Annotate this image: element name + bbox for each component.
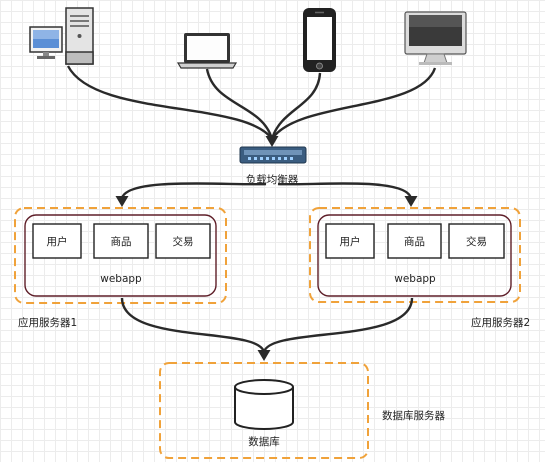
- webapp-container: [24, 214, 217, 297]
- database-label: 数据库: [248, 435, 280, 448]
- database-server: 数据库: [159, 362, 369, 459]
- module-box: [32, 223, 82, 259]
- module-label: 用户: [47, 235, 68, 248]
- module-label: 商品: [404, 235, 425, 248]
- server-boundary: [14, 207, 227, 304]
- module-label: 商品: [111, 235, 132, 248]
- module-box: [448, 223, 505, 259]
- arrowhead: [115, 196, 129, 207]
- database-cylinder-icon: [234, 379, 294, 430]
- arrowhead: [404, 196, 418, 207]
- module-label: 交易: [173, 235, 194, 248]
- module-label: 用户: [340, 235, 361, 248]
- load-balancer-label: 负载均衡器: [246, 173, 299, 186]
- laptop-icon: [176, 33, 238, 69]
- network-switch-icon: [239, 146, 307, 164]
- app-server-2: 用户 商品 交易 webapp: [309, 207, 521, 303]
- app-server-1-label: 应用服务器1: [18, 316, 77, 329]
- client-connectors: [66, 65, 437, 147]
- app-server-2-label: 应用服务器2: [471, 316, 530, 329]
- server-boundary: [309, 207, 521, 303]
- database-connectors: [120, 297, 414, 361]
- webapp-label: webapp: [394, 273, 436, 285]
- module-label: 交易: [466, 235, 487, 248]
- arrowhead: [257, 350, 271, 361]
- module-box: [155, 223, 211, 259]
- webapp-container: [317, 214, 512, 297]
- monitor-icon: [404, 11, 467, 65]
- database-server-label: 数据库服务器: [382, 409, 445, 422]
- desktop-computer-icon: [29, 7, 94, 65]
- arrowhead: [265, 136, 279, 147]
- app-server-1: 用户 商品 交易 webapp: [14, 207, 227, 304]
- webapp-label: webapp: [100, 273, 142, 285]
- smartphone-icon: [303, 8, 336, 72]
- module-box: [387, 223, 442, 259]
- balancer-connectors: [115, 182, 418, 207]
- server-boundary: [159, 362, 369, 459]
- module-box: [325, 223, 375, 259]
- module-box: [93, 223, 149, 259]
